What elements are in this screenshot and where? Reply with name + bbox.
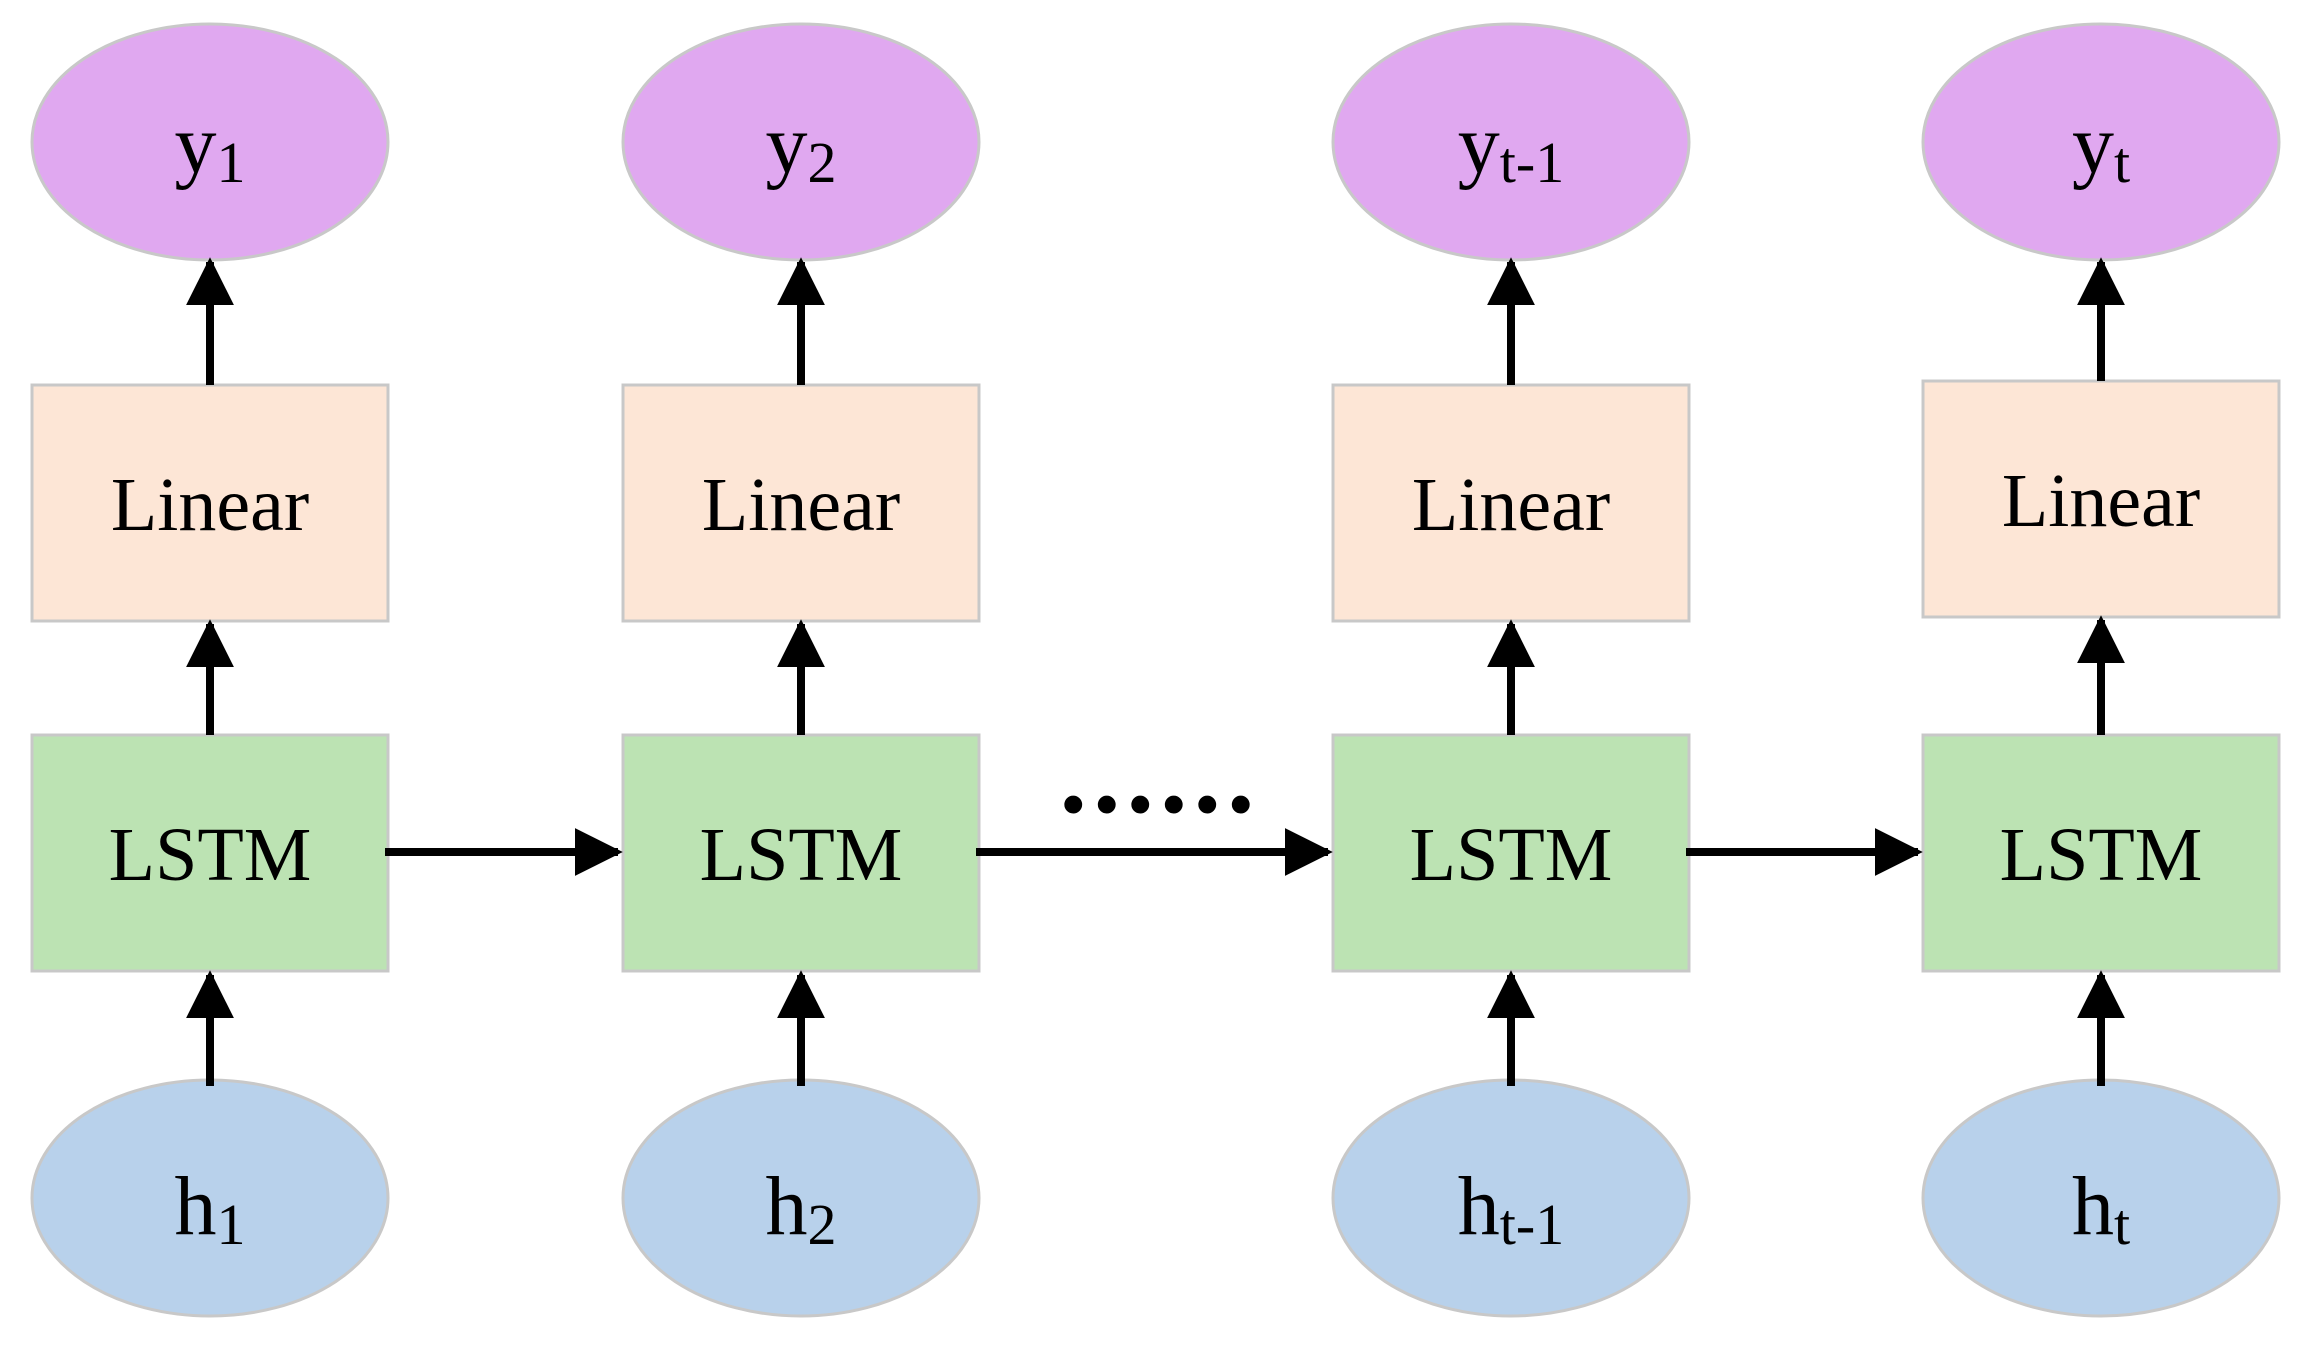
lstm-label-4: LSTM bbox=[2000, 813, 2203, 897]
linear-box-2 bbox=[621, 383, 981, 623]
linear-label-4: Linear bbox=[2002, 459, 2200, 543]
vertical-arrows bbox=[186, 257, 2125, 1086]
linear-box-3 bbox=[1331, 383, 1691, 623]
column-4: yt Linear LSTM ht bbox=[1921, 22, 2281, 1318]
input-label-h1: h1 bbox=[175, 1160, 246, 1257]
linear-label-1: Linear bbox=[111, 463, 309, 547]
ellipsis-dots: ...... bbox=[1060, 714, 1261, 836]
input-label-h2: h2 bbox=[766, 1160, 837, 1257]
lstm-box-4 bbox=[1921, 733, 2281, 973]
lstm-label-1: LSTM bbox=[109, 813, 312, 897]
column-1: y1 Linear LSTM h1 bbox=[30, 22, 390, 1318]
linear-label-3: Linear bbox=[1412, 463, 1610, 547]
linear-box-1 bbox=[30, 383, 390, 623]
lstm-box-3 bbox=[1331, 733, 1691, 973]
linear-label-2: Linear bbox=[702, 463, 900, 547]
input-label-ht: ht bbox=[2072, 1160, 2130, 1257]
input-label-ht-1: ht-1 bbox=[1458, 1160, 1564, 1257]
lstm-label-2: LSTM bbox=[700, 813, 903, 897]
column-2: y2 Linear LSTM h2 bbox=[621, 22, 981, 1318]
output-label-yt-1: yt-1 bbox=[1458, 98, 1564, 195]
lstm-label-3: LSTM bbox=[1410, 813, 1613, 897]
output-label-yt: yt bbox=[2072, 98, 2130, 195]
lstm-box-2 bbox=[621, 733, 981, 973]
output-label-y1: y1 bbox=[175, 98, 246, 195]
column-3: yt-1 Linear LSTM ht-1 bbox=[1331, 22, 1691, 1318]
output-label-y2: y2 bbox=[766, 98, 837, 195]
lstm-box-1 bbox=[30, 733, 390, 973]
